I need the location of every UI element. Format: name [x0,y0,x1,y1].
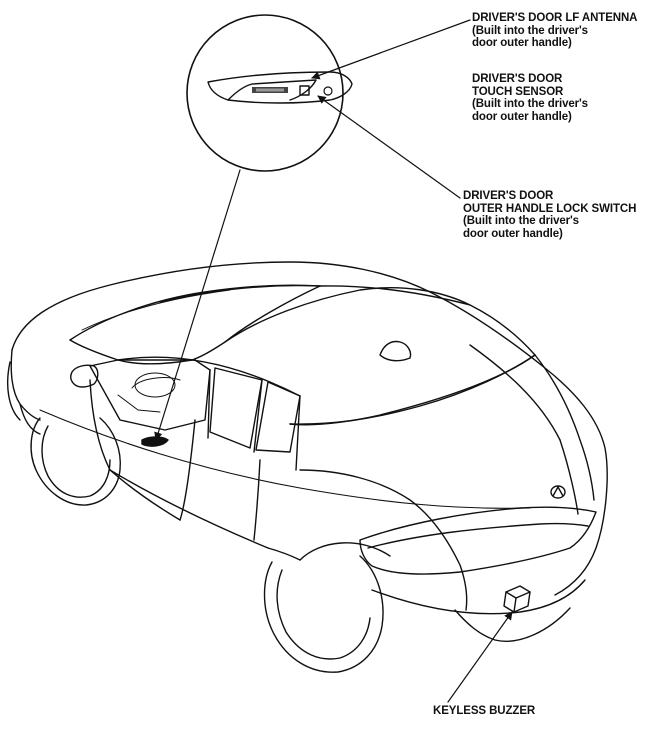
callout-line: (Built into the driver's [472,24,588,37]
leader-lines [154,19,513,703]
callout-line: (Built into the driver's [472,98,588,110]
callout-line: KEYLESS BUZZER [433,705,536,717]
callout-lf-antenna: DRIVER'S DOOR LF ANTENNA (Built into the… [472,12,637,50]
keyless-buzzer-box [503,585,531,613]
callout-line: DRIVER'S DOOR [463,190,554,202]
callout-line: OUTER HANDLE LOCK SWITCH [463,202,637,215]
door-lines [39,364,531,541]
roof-and-windows [69,284,595,501]
callout-line: TOUCH SENSOR [472,85,564,98]
zoom-detail-circle [186,14,353,172]
callout-line: door outer handle) [463,227,563,240]
front-wheel [7,361,121,506]
callout-line: DRIVER'S DOOR [472,73,563,85]
callout-keyless-buzzer: KEYLESS BUZZER [433,705,535,718]
touch-sensor-square [299,85,310,96]
callout-lock-switch: DRIVER'S DOOR OUTER HANDLE LOCK SWITCH (… [463,190,636,240]
rear-wheel [263,542,391,673]
car-body [10,261,608,642]
callout-line: DRIVER'S DOOR LF ANTENNA [472,12,638,24]
callout-line: door outer handle) [472,110,572,123]
key-cylinder-icon [323,86,333,96]
callout-touch-sensor: DRIVER'S DOOR TOUCH SENSOR (Built into t… [472,73,588,123]
callout-line: (Built into the driver's [463,215,579,227]
callout-line: door outer handle) [472,37,572,49]
